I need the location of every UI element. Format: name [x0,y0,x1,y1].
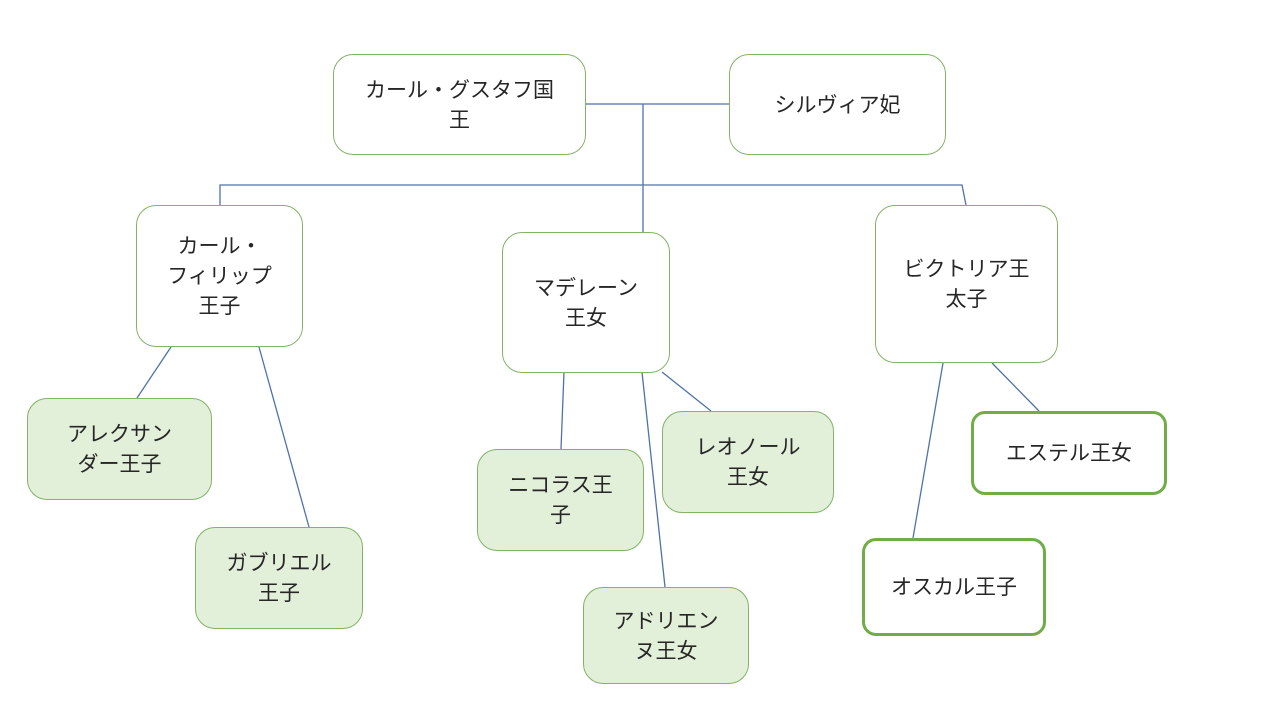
node-carl-philip[interactable]: カール・ フィリップ 王子 [136,205,303,347]
sibling-bar [219,184,967,206]
node-nicolas[interactable]: ニコラス王 子 [477,449,644,551]
link-carl-philip-gabriel [258,346,310,528]
link-carl-philip-alexander [136,346,172,399]
node-madeleine[interactable]: マデレーン 王女 [502,232,670,373]
node-victoria[interactable]: ビクトリア王 太子 [875,205,1058,363]
link-victoria-oscar [912,362,944,539]
node-leonore[interactable]: レオノール 王女 [662,411,834,513]
node-king[interactable]: カール・グスタフ国 王 [333,54,586,155]
node-estelle[interactable]: エステル王女 [971,411,1167,495]
link-madeleine-adrienne [641,371,666,588]
node-adrienne[interactable]: アドリエン ヌ王女 [583,587,749,684]
link-victoria-estelle [991,362,1040,412]
link-madeleine-nicolas [560,371,565,450]
node-queen[interactable]: シルヴィア妃 [729,54,946,155]
node-oscar[interactable]: オスカル王子 [862,538,1046,636]
link-madeleine-leonore [661,371,712,412]
node-alexander[interactable]: アレクサン ダー王子 [27,398,212,500]
node-gabriel[interactable]: ガブリエル 王子 [195,527,363,629]
